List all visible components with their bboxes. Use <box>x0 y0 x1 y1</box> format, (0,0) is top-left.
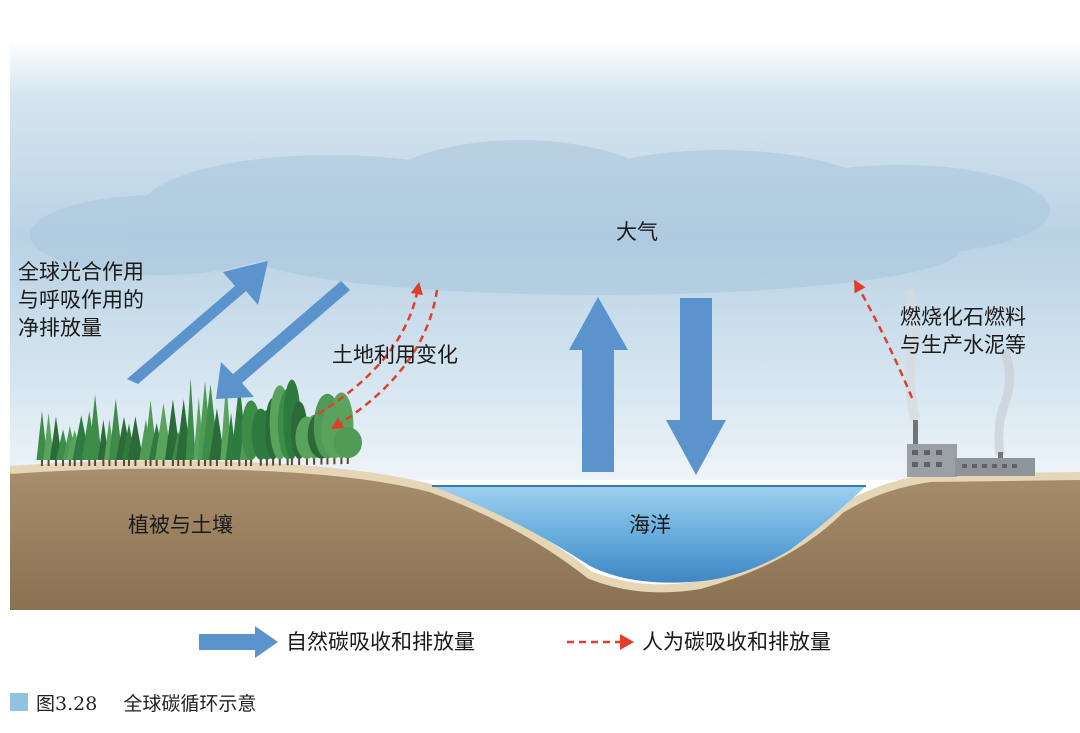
fossil-line-2: 与生产水泥等 <box>900 333 1026 357</box>
tree-trunk <box>108 458 111 466</box>
atmosphere-label: 大气 <box>616 220 658 244</box>
tree-crown <box>127 416 144 460</box>
photosynthesis-line-3: 净排放量 <box>18 316 102 340</box>
land-use-down-arrow <box>330 289 439 430</box>
tree-trunk <box>80 458 83 466</box>
fossil-line-1: 燃烧化石燃料 <box>900 305 1026 329</box>
tree-trunk <box>230 458 233 466</box>
forest <box>36 377 362 466</box>
caption-square-icon <box>10 693 28 711</box>
tree-crown <box>209 408 225 460</box>
vegetation-soil-label: 植被与土壤 <box>128 513 233 537</box>
topsoil <box>9 460 1080 593</box>
natural-arrows <box>127 261 726 475</box>
tree-trunk <box>244 458 247 466</box>
tree-trunk <box>320 456 323 465</box>
tree-trunk <box>197 458 200 466</box>
tree-trunk <box>182 458 185 466</box>
fossil-fuel-label: 燃烧化石燃料 与生产水泥等 <box>900 303 1070 359</box>
photosynthesis-down-arrow <box>216 281 350 399</box>
clouds <box>30 140 1050 295</box>
tree-trunk <box>54 458 57 466</box>
tree-crown <box>88 394 102 460</box>
tree-trunk <box>134 458 137 466</box>
legend-human-arrow-head <box>620 634 634 650</box>
legend-human-label: 人为碳吸收和排放量 <box>642 630 831 654</box>
fossil-emission-arrow <box>853 279 914 399</box>
tree-trunk <box>127 458 130 466</box>
tree-crown <box>43 412 54 460</box>
legend-natural-arrow <box>199 626 278 658</box>
tree-trunk <box>326 456 329 465</box>
ocean-up-arrow <box>569 297 628 472</box>
tree-trunk <box>73 458 76 466</box>
tree-trunk <box>68 458 71 466</box>
tree-trunk <box>155 458 158 466</box>
tree-trunk <box>171 458 174 466</box>
tree-trunk <box>40 458 43 466</box>
soil <box>10 464 1080 610</box>
tree-trunk <box>313 456 316 465</box>
tree-trunk <box>94 458 97 466</box>
tree-trunk <box>290 457 293 466</box>
tree-trunk <box>209 458 212 466</box>
photosynthesis-label: 全球光合作用 与呼吸作用的 净排放量 <box>18 258 188 342</box>
tree-trunk <box>162 458 165 466</box>
tree-trunk <box>204 458 207 466</box>
factory <box>904 288 1035 477</box>
tree-trunk <box>225 458 228 466</box>
tree-trunk <box>305 456 308 465</box>
tree-trunk <box>265 457 268 466</box>
tree-trunk <box>189 458 192 466</box>
tree-trunk <box>215 458 218 466</box>
photosynthesis-up-arrow <box>127 261 268 384</box>
tree-trunk <box>62 458 65 466</box>
figure-number: 图3.28 <box>36 692 98 715</box>
land-use-label: 土地利用变化 <box>332 343 458 367</box>
tree-trunk <box>149 458 152 466</box>
tree-trunk <box>144 458 147 466</box>
tree-trunk <box>346 456 349 465</box>
tree-trunk <box>123 458 126 466</box>
tree-crown <box>333 427 362 459</box>
tree-trunk <box>177 458 180 466</box>
ocean-label: 海洋 <box>629 513 671 537</box>
tree-trunk <box>272 457 275 466</box>
human-arrows <box>317 279 914 430</box>
tree-trunk <box>278 457 281 466</box>
tree-crown <box>185 377 196 460</box>
tree-trunk <box>259 457 262 466</box>
land-use-up-arrow <box>317 281 424 416</box>
tree-trunk <box>250 457 253 466</box>
tree-trunk <box>88 458 91 466</box>
tree-trunk <box>333 456 336 465</box>
figure-caption: 图3.28 全球碳循环示意 <box>10 689 256 715</box>
legend-natural-label: 自然碳吸收和排放量 <box>286 630 475 654</box>
photosynthesis-line-2: 与呼吸作用的 <box>18 288 144 312</box>
photosynthesis-line-1: 全球光合作用 <box>18 260 144 284</box>
tree-trunk <box>102 458 105 466</box>
tree-trunk <box>47 458 50 466</box>
ocean-water <box>432 486 866 583</box>
tree-trunk <box>340 456 343 465</box>
figure-title: 全球碳循环示意 <box>123 692 257 715</box>
tree-trunk <box>286 457 289 466</box>
tree-trunk <box>298 457 301 466</box>
ocean-down-arrow <box>666 298 726 475</box>
tree-trunk <box>238 458 241 466</box>
tree-trunk <box>114 458 117 466</box>
